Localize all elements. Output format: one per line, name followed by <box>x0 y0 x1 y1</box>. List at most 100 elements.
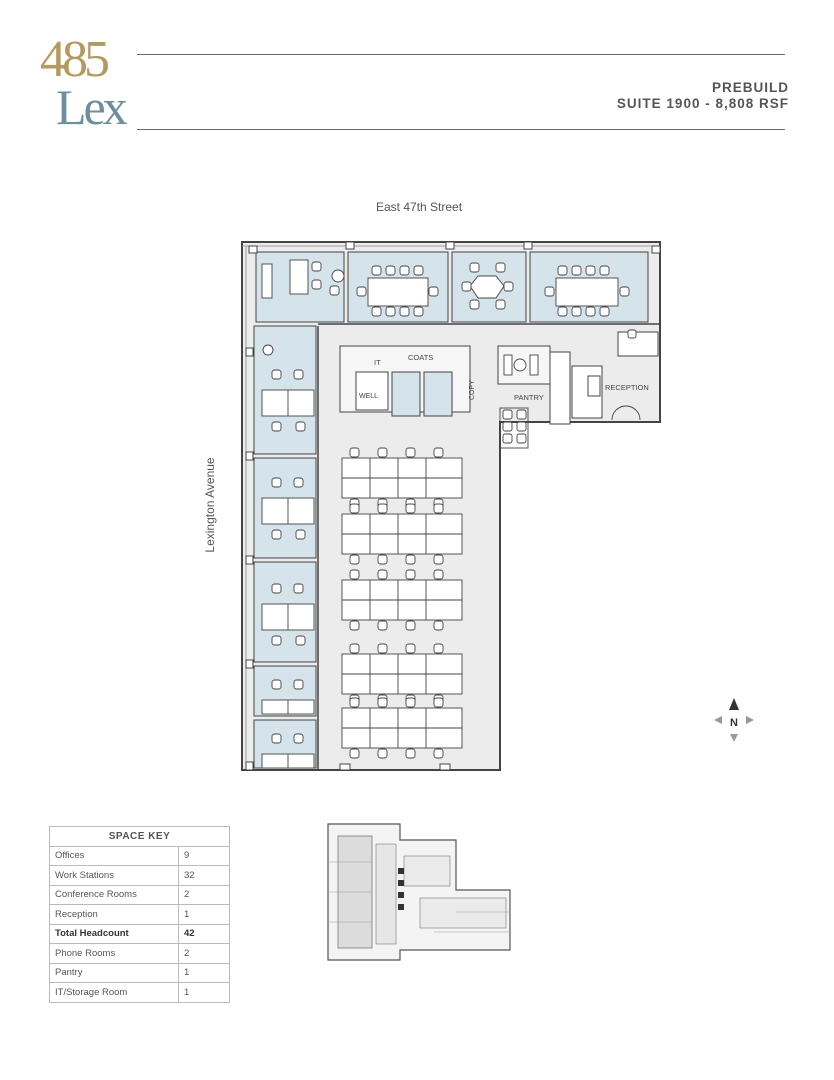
space-key-label: Work Stations <box>49 865 179 886</box>
chair <box>371 265 382 276</box>
chair <box>295 421 306 432</box>
chair <box>377 554 388 565</box>
chair <box>571 306 582 317</box>
chair <box>349 569 360 580</box>
chair <box>469 262 480 273</box>
space-key-value: 32 <box>178 865 230 886</box>
chair <box>295 529 306 540</box>
chair <box>557 265 568 276</box>
space-key-value: 1 <box>178 904 230 925</box>
chair <box>271 679 282 690</box>
chair <box>356 286 367 297</box>
chair <box>329 285 340 296</box>
chair <box>349 447 360 458</box>
chair <box>349 697 360 708</box>
chair <box>405 569 416 580</box>
space-key-label: Pantry <box>49 962 179 983</box>
space-key-value: 1 <box>178 982 230 1003</box>
chair <box>377 447 388 458</box>
chair <box>271 635 282 646</box>
chair <box>433 447 444 458</box>
chair <box>405 697 416 708</box>
logo-number: 485 <box>40 31 110 88</box>
chair <box>377 503 388 514</box>
chair <box>295 635 306 646</box>
chair <box>405 643 416 654</box>
space-key-title: SPACE KEY <box>49 826 230 847</box>
north-compass-icon: N <box>714 698 754 742</box>
chair <box>571 265 582 276</box>
chair <box>399 306 410 317</box>
chair <box>544 286 555 297</box>
chair <box>503 281 514 292</box>
chair <box>385 306 396 317</box>
space-key-label: Reception <box>49 904 179 925</box>
chair <box>433 503 444 514</box>
brand-logo: 485 Lex <box>40 34 132 134</box>
key-plan-thumbnail <box>327 823 511 961</box>
chair <box>433 697 444 708</box>
space-key-label: IT/Storage Room <box>49 982 179 1003</box>
chair <box>585 265 596 276</box>
room-label-it: IT <box>374 358 381 367</box>
chair <box>405 748 416 759</box>
chair <box>405 554 416 565</box>
chair <box>405 620 416 631</box>
street-label-top: East 47th Street <box>376 200 463 214</box>
chair <box>413 265 424 276</box>
chair <box>377 697 388 708</box>
header-rule-top <box>137 54 785 55</box>
chair <box>293 679 304 690</box>
chair <box>377 643 388 654</box>
chair <box>469 299 480 310</box>
chair <box>271 733 282 744</box>
chair <box>293 369 304 380</box>
chair <box>428 286 439 297</box>
room-label-reception: RECEPTION <box>605 383 649 392</box>
chair <box>413 306 424 317</box>
chair <box>399 265 410 276</box>
space-key-value: 2 <box>178 943 230 964</box>
chair <box>377 569 388 580</box>
chair <box>495 299 506 310</box>
space-key-value: 2 <box>178 884 230 905</box>
chair <box>293 733 304 744</box>
chair <box>405 447 416 458</box>
chair <box>349 748 360 759</box>
chair <box>271 583 282 594</box>
office-desk <box>261 263 273 299</box>
chair <box>405 503 416 514</box>
header-rule-bottom <box>137 129 785 130</box>
chair <box>349 643 360 654</box>
space-key-value: 1 <box>178 962 230 983</box>
room-label-pantry: PANTRY <box>514 393 544 402</box>
conference-table <box>555 277 619 307</box>
chair <box>599 306 610 317</box>
room-label-coats: COATS <box>408 353 433 362</box>
space-key-label: Conference Rooms <box>49 884 179 905</box>
space-key-label: Offices <box>49 845 179 866</box>
chair <box>311 261 322 272</box>
conference-table <box>367 277 429 307</box>
page-title: PREBUILD SUITE 1900 - 8,808 RSF <box>617 80 789 112</box>
chair <box>433 643 444 654</box>
chair <box>585 306 596 317</box>
chair <box>599 265 610 276</box>
compass-north-label: N <box>730 717 738 729</box>
chair <box>433 554 444 565</box>
room-label-copy: COPY <box>469 380 476 400</box>
office-desk <box>289 259 309 295</box>
title-line-2: SUITE 1900 - 8,808 RSF <box>616 96 789 111</box>
chair <box>557 306 568 317</box>
title-line-1: PREBUILD <box>711 80 789 95</box>
chair <box>349 503 360 514</box>
chair <box>371 306 382 317</box>
